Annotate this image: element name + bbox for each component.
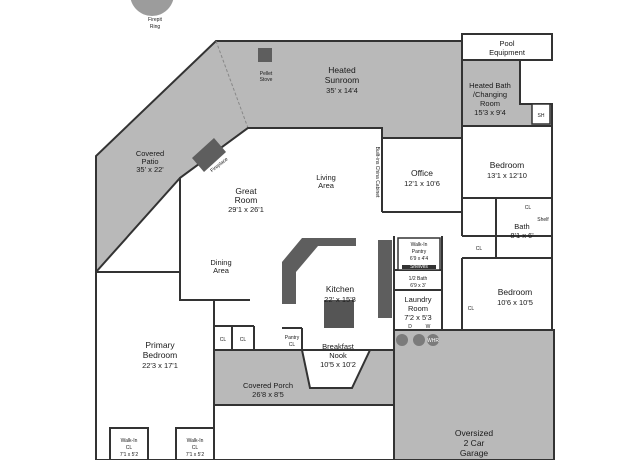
walkin-cl-1-sublabel: CL <box>126 445 133 451</box>
sunroom-label: Heated <box>328 65 356 75</box>
bedroom-e-label: Bedroom <box>498 287 533 297</box>
dryer-icon <box>396 334 408 346</box>
laundry-label: Laundry <box>404 295 431 304</box>
kitchen-counter <box>282 238 356 304</box>
pellet-sublabel: Stove <box>260 77 273 83</box>
bedroom-e-dims: 10'6 x 10'5 <box>497 298 533 307</box>
walkin-cl-2-label: Walk-In <box>187 438 204 444</box>
bath-changing-dims: 15'3 x 9'4 <box>474 108 506 117</box>
covered-porch-dims: 26'8 x 8'5 <box>252 390 284 399</box>
great-room-sublabel: Room <box>235 195 258 205</box>
pool-sublabel: Equipment <box>489 48 526 57</box>
sunroom-dims: 35' x 14'4 <box>326 86 358 95</box>
great-room-dims: 29'1 x 26'1 <box>228 205 264 214</box>
pellet-label: Pellet <box>260 71 273 77</box>
bedroom-ne-dims: 13'1 x 12'10 <box>487 171 527 180</box>
firepit-ring-shape <box>130 0 174 16</box>
garage-label: Oversized <box>455 428 494 438</box>
washer-label: W <box>426 324 431 330</box>
walk-in-pantry-box <box>397 237 441 271</box>
bedroom-ne-label: Bedroom <box>490 160 525 170</box>
bath-changing-line1: Heated Bath <box>469 81 511 90</box>
pantry-cl-label: Pantry <box>285 335 300 341</box>
walkin-pantry-sublabel: Pantry <box>412 249 427 255</box>
washer-icon <box>413 334 425 346</box>
cl-b-label: CL <box>240 337 247 343</box>
bath-changing-line3: Room <box>480 99 500 108</box>
firepit-sublabel: Ring <box>150 24 161 30</box>
bath-changing-line2: /Changing <box>473 90 507 99</box>
covered-patio-label: Covered <box>136 149 164 158</box>
driveway-area <box>213 404 395 461</box>
fireplace-icon <box>192 138 226 172</box>
sunroom-sublabel: Sunroom <box>325 75 360 85</box>
sh-label: SH <box>538 113 545 119</box>
pantry-shelves-label: Shelves <box>410 264 428 270</box>
breakfast-nook-dims: 10'5 x 10'2 <box>320 360 356 369</box>
great-room-label: Great <box>235 186 257 196</box>
breakfast-nook-label: Breakfast <box>322 342 355 351</box>
bath-small-label: Bath <box>514 222 529 231</box>
primary-bedroom-sublabel: Bedroom <box>143 350 178 360</box>
breakfast-nook-sublabel: Nook <box>329 351 347 360</box>
walkin-pantry-label: Walk-In <box>411 242 428 248</box>
bath-small-dims: 8'1 x 6' <box>510 231 534 240</box>
walkin-cl-2-dims: 7'1 x 5'2 <box>186 452 205 458</box>
pellet-stove-icon <box>258 48 272 62</box>
primary-bedroom-label: Primary <box>145 340 175 350</box>
kitchen-label: Kitchen <box>326 284 355 294</box>
covered-porch-label: Covered Porch <box>243 381 293 390</box>
walk-in-closet-1 <box>109 427 149 461</box>
cl-bedroom-e-label: CL <box>468 306 475 312</box>
pool-equipment-room <box>461 33 553 61</box>
walkin-cl-2-sublabel: CL <box>192 445 199 451</box>
living-sublabel: Area <box>318 181 335 190</box>
laundry-sublabel: Room <box>408 304 428 313</box>
office-dims: 12'1 x 10'6 <box>404 179 440 188</box>
water-heater-icon <box>427 334 439 346</box>
kitchen-island <box>324 300 354 328</box>
half-bath-label: 1/2 Bath <box>409 276 428 282</box>
kitchen-side-counter <box>378 240 392 318</box>
half-bath-dims: 6'9 x 3' <box>410 283 426 289</box>
firepit-label: Firepit <box>148 17 163 23</box>
built-ins-label: Built-ins China Cabinet <box>374 147 380 198</box>
patio-divider-line <box>215 40 249 129</box>
covered-patio-dims: 35' x 22' <box>136 165 164 174</box>
cl-upper-label: CL <box>525 205 532 211</box>
pantry-cl-sublabel: CL <box>289 342 296 348</box>
covered-patio-sublabel: Patio <box>141 157 158 166</box>
walkin-cl-1-label: Walk-In <box>121 438 138 444</box>
dining-sublabel: Area <box>213 266 230 275</box>
garage-sublabel: 2 Car <box>464 438 485 448</box>
walkin-cl-1-dims: 7'1 x 5'2 <box>120 452 139 458</box>
cl-bath-label: CL <box>476 246 483 252</box>
laundry-dims: 7'2 x 5'3 <box>404 313 431 322</box>
whr-label: WHR <box>427 338 439 344</box>
kitchen-dims: 22' x 15'8 <box>324 295 356 304</box>
office-label: Office <box>411 168 433 178</box>
garage-line3: Garage <box>460 448 489 458</box>
shelf-label: Shelf <box>537 217 549 223</box>
interior-walls <box>180 126 552 350</box>
pool-label: Pool <box>499 39 514 48</box>
dryer-label: D <box>408 324 412 330</box>
cl-a-label: CL <box>220 337 227 343</box>
walkin-pantry-dims: 6'9 x 4'4 <box>410 256 429 262</box>
living-label: Living <box>316 173 336 182</box>
primary-bedroom-dims: 22'3 x 17'1 <box>142 361 178 370</box>
breakfast-nook-bay <box>300 349 372 389</box>
pantry-shelves <box>402 265 436 269</box>
dining-label: Dining <box>210 258 231 267</box>
shower-box <box>531 103 551 125</box>
